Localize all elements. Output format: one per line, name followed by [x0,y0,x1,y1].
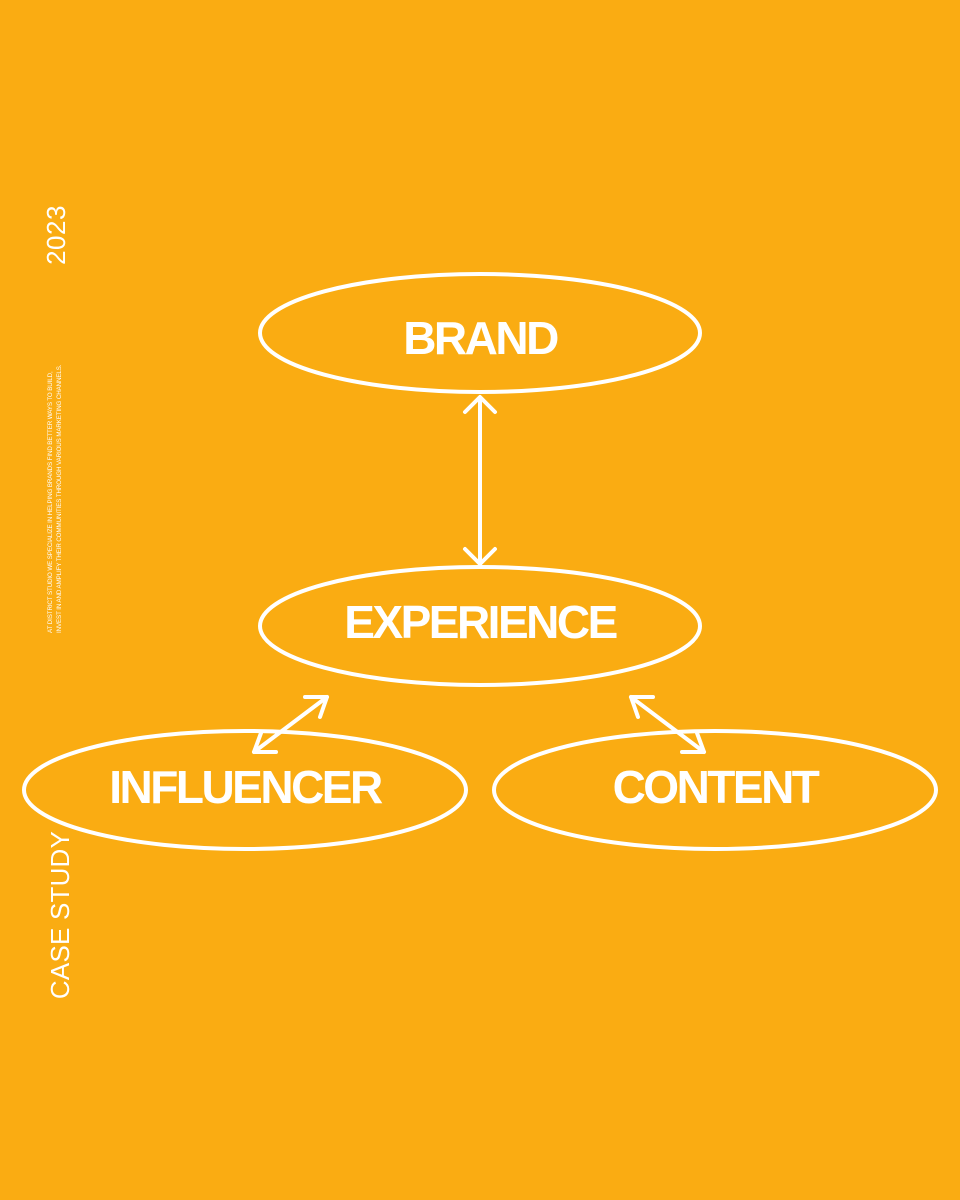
node-experience-outline [258,565,702,687]
node-brand-label: BRAND [403,312,558,364]
node-content: CONTENT [492,729,938,851]
node-influencer-label: INFLUENCER [109,761,383,813]
node-content-label: CONTENT [613,761,820,813]
node-influencer-outline [22,729,468,851]
node-brand: BRAND [258,272,702,394]
node-content-outline [492,729,938,851]
edge-experience-influencer [252,695,329,754]
node-experience: EXPERIENCE [258,565,702,687]
node-influencer: INFLUENCER [22,729,468,851]
node-brand-outline [258,272,702,394]
edge-brand-experience [463,395,497,566]
edge-experience-content [629,695,706,754]
node-experience-label: EXPERIENCE [344,596,616,648]
